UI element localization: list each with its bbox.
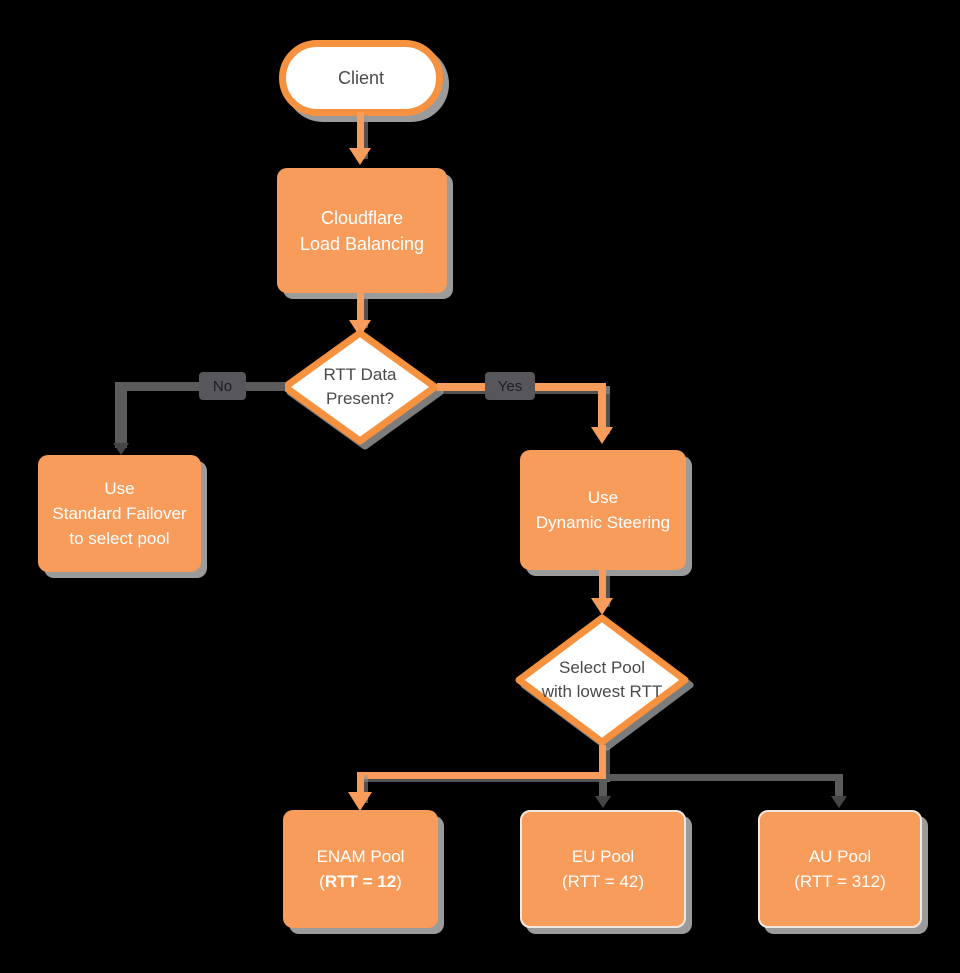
enam-pool-node: ENAM Pool (RTT = 12) bbox=[283, 810, 438, 928]
arrow-down-icon bbox=[348, 792, 372, 811]
client-label: Client bbox=[337, 67, 385, 88]
connector-lb-to-decision bbox=[357, 293, 364, 325]
edge-label-no: No bbox=[199, 372, 246, 400]
eu-pool-node: EU Pool (RTT = 42) bbox=[520, 810, 686, 928]
edge-yes-line bbox=[598, 383, 606, 431]
connector-client-to-lb bbox=[357, 112, 364, 156]
arrow-down-icon bbox=[591, 598, 613, 615]
select-pool-label: Select Pool with lowest RTT bbox=[541, 658, 663, 701]
rtt-decision-node: RTT Data Present? bbox=[280, 328, 440, 446]
diamond-shape-icon bbox=[515, 614, 689, 746]
standard-failover-node: Use Standard Failover to select pool bbox=[38, 455, 201, 572]
select-pool-decision-node: Select Pool with lowest RTT bbox=[514, 613, 690, 747]
enam-pool-rtt: (RTT = 12) bbox=[319, 872, 402, 891]
client-node: Client bbox=[279, 40, 443, 116]
dynamic-steering-node: Use Dynamic Steering bbox=[520, 450, 686, 570]
arrow-down-icon bbox=[831, 796, 847, 808]
load-balancer-line: Cloudflare bbox=[320, 207, 404, 228]
connector-select-to-au bbox=[606, 774, 842, 781]
connector-select-to-eu bbox=[599, 779, 607, 798]
load-balancer-node: Cloudflare Load Balancing bbox=[277, 168, 447, 293]
edge-label-yes: Yes bbox=[485, 372, 535, 400]
enam-pool-title: ENAM Pool bbox=[316, 847, 405, 866]
connector-ds-to-select bbox=[599, 570, 606, 604]
arrow-down-icon bbox=[591, 427, 613, 444]
connector-select-to-enam bbox=[357, 772, 606, 779]
arrow-down-icon bbox=[113, 443, 129, 455]
connector-select-to-au bbox=[835, 774, 843, 798]
au-pool-node: AU Pool (RTT = 312) bbox=[758, 810, 922, 928]
arrow-down-icon bbox=[349, 148, 371, 165]
rtt-decision-label: RTT Data Present? bbox=[323, 365, 397, 408]
arrow-down-icon bbox=[595, 796, 611, 808]
connector-select-to-enam bbox=[357, 772, 364, 800]
diamond-shape-icon bbox=[281, 329, 439, 445]
connector-select-stem bbox=[599, 745, 606, 779]
edge-no-line bbox=[115, 382, 127, 448]
load-balancer-line: Load Balancing bbox=[299, 233, 425, 254]
